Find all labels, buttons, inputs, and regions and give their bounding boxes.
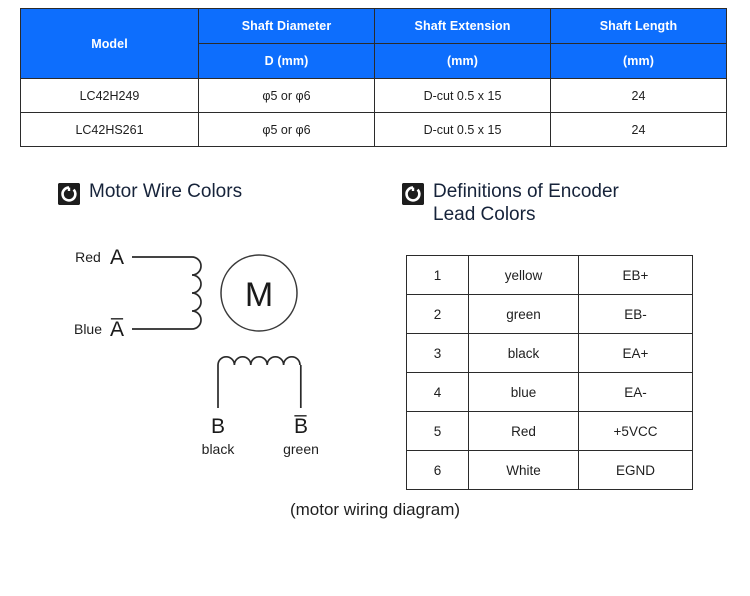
spec-header-shaft-diameter: Shaft Diameter [198, 8, 375, 44]
cell-extension: D-cut 0.5 x 15 [374, 78, 551, 113]
cell-length: 24 [550, 78, 727, 113]
cell-lead-number: 1 [406, 255, 469, 295]
table-row: 6 White EGND [406, 450, 693, 490]
label-phase-b-color-black: black [202, 441, 236, 457]
target-ring-icon [402, 183, 424, 205]
table-row: LC42HS261 φ5 or φ6 D-cut 0.5 x 15 24 [20, 112, 727, 147]
cell-lead-signal: EA- [578, 372, 693, 412]
cell-lead-signal: EB- [578, 294, 693, 334]
spec-table: Model Shaft Diameter Shaft Extension Sha… [20, 8, 727, 147]
cell-diameter: φ5 or φ6 [198, 112, 375, 147]
label-motor: M [245, 276, 273, 314]
spec-header-row-top: Model Shaft Diameter Shaft Extension Sha… [20, 8, 727, 79]
cell-lead-color: black [468, 333, 579, 373]
table-row: 5 Red +5VCC [406, 411, 693, 451]
cell-diameter: φ5 or φ6 [198, 78, 375, 113]
diagram-caption: (motor wiring diagram) [289, 500, 461, 519]
cell-lead-color: White [468, 450, 579, 490]
cell-lead-number: 3 [406, 333, 469, 373]
section-heading-motor-wire-colors: Motor Wire Colors [58, 180, 242, 205]
table-row: 1 yellow EB+ [406, 255, 693, 295]
label-phase-a-bar-color-blue: Blue [74, 321, 102, 337]
spec-subheader-extension-unit: (mm) [374, 43, 551, 79]
cell-model: LC42H249 [20, 78, 199, 113]
label-phase-b-bar: B̅ [294, 415, 308, 438]
label-phase-b: B [211, 415, 225, 438]
cell-lead-signal: EGND [578, 450, 693, 490]
table-row: 2 green EB- [406, 294, 693, 334]
cell-lead-signal: EB+ [578, 255, 693, 295]
cell-extension: D-cut 0.5 x 15 [374, 112, 551, 147]
spec-subheader-length-unit: (mm) [550, 43, 727, 79]
cell-lead-color: yellow [468, 255, 579, 295]
encoder-lead-color-table: 1 yellow EB+ 2 green EB- 3 black EA+ 4 b… [406, 255, 693, 490]
section-title: Motor Wire Colors [89, 181, 243, 202]
table-row: LC42H249 φ5 or φ6 D-cut 0.5 x 15 24 [20, 78, 727, 113]
cell-lead-color: Red [468, 411, 579, 451]
cell-lead-number: 2 [406, 294, 469, 334]
cell-lead-color: blue [468, 372, 579, 412]
cell-lead-number: 5 [406, 411, 469, 451]
spec-header-shaft-length: Shaft Length [550, 8, 727, 44]
label-phase-b-bar-color-green: green [283, 441, 319, 457]
spec-header-shaft-extension: Shaft Extension [374, 8, 551, 44]
cell-model: LC42HS261 [20, 112, 199, 147]
spec-subheader-diameter-unit: D (mm) [198, 43, 375, 79]
motor-wiring-diagram: Red A Blue A̅ M B black B̅ green [60, 230, 390, 470]
cell-lead-signal: +5VCC [578, 411, 693, 451]
cell-lead-number: 4 [406, 372, 469, 412]
spec-header-model: Model [20, 8, 199, 79]
section-title: Definitions of Encoder Lead Colors [433, 181, 619, 226]
spec-header-row-sub: D (mm) (mm) (mm) [21, 43, 727, 79]
cell-lead-color: green [468, 294, 579, 334]
cell-lead-signal: EA+ [578, 333, 693, 373]
label-phase-a-bar: A̅ [110, 318, 124, 341]
label-phase-a: A [110, 246, 124, 269]
section-heading-encoder-lead-colors: Definitions of Encoder Lead Colors [402, 180, 702, 226]
motor-circle [220, 254, 298, 332]
cell-lead-number: 6 [406, 450, 469, 490]
cell-length: 24 [550, 112, 727, 147]
table-row: 4 blue EA- [406, 372, 693, 412]
target-ring-icon [58, 183, 80, 205]
encoder-table: 1 yellow EB+ 2 green EB- 3 black EA+ 4 b… [406, 255, 693, 490]
label-phase-a-color-red: Red [75, 249, 101, 265]
table-row: 3 black EA+ [406, 333, 693, 373]
shaft-specification-table: Model Shaft Diameter Shaft Extension Sha… [20, 8, 727, 147]
